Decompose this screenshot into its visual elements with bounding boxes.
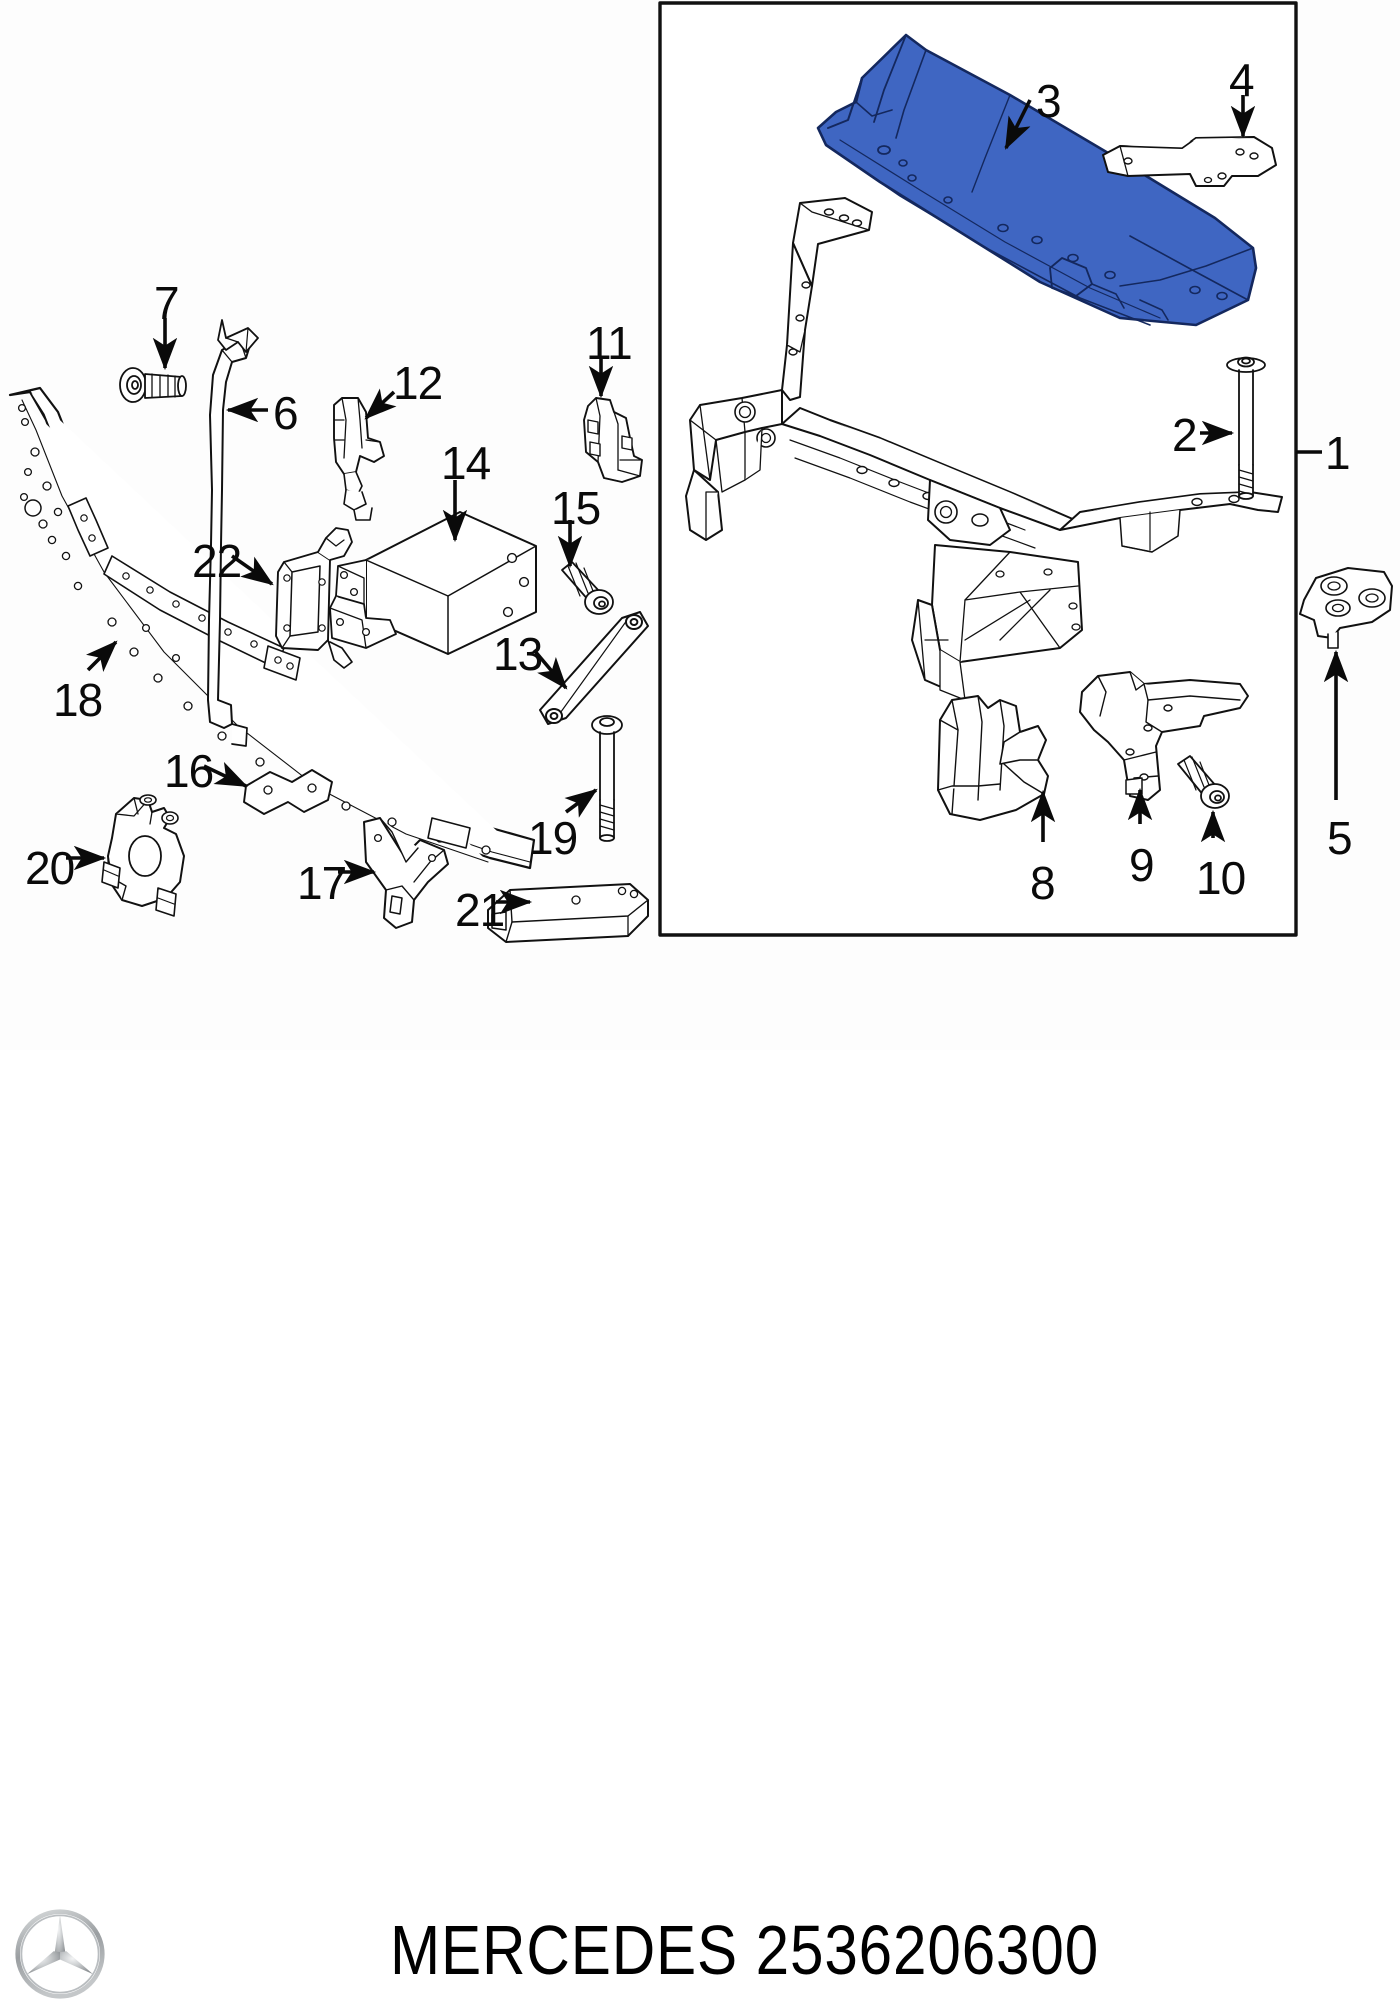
part-3-upper-crossmember-highlighted: [816, 33, 1258, 327]
part-21-rail-extension: [487, 883, 649, 943]
arrow-12: [364, 388, 397, 420]
callout-19: 19: [528, 812, 578, 864]
part-20-round-housing: [101, 794, 185, 917]
callout-6: 6: [273, 387, 299, 439]
arrow-16: [203, 761, 248, 788]
part-8-lower-brace: [937, 695, 1049, 821]
callout-10: 10: [1196, 852, 1246, 904]
part-19-long-bolt: [591, 715, 623, 842]
callout-17: 17: [297, 857, 347, 909]
callout-16: 16: [164, 745, 214, 797]
arrow-3: [1004, 99, 1032, 150]
callout-arrows: [66, 95, 1349, 915]
part-5-mount-bracket: [1299, 567, 1393, 649]
footer-bar: MERCEDES 2536206300: [0, 950, 1400, 1999]
part-12-clip-bracket: [333, 397, 385, 521]
callout-1: 1: [1325, 427, 1351, 479]
part-11-vertical-bracket: [583, 397, 643, 483]
arrow-19: [564, 788, 598, 818]
footer-part-label: MERCEDES 2536206300: [390, 1911, 1100, 1989]
part-7-screw: [119, 367, 187, 403]
callout-18: 18: [53, 674, 103, 726]
part-16-flat-strap: [243, 769, 333, 815]
part-15-screw: [561, 561, 614, 615]
callout-14: 14: [441, 437, 491, 489]
part-10-small-bolt: [1177, 755, 1230, 809]
callout-8: 8: [1030, 857, 1056, 909]
callout-20: 20: [25, 842, 75, 894]
callout-2: 2: [1172, 409, 1198, 461]
callout-5: 5: [1327, 812, 1353, 864]
part-2-long-bolt: [1226, 356, 1266, 500]
arrow-18: [85, 640, 118, 673]
part-6-stay-rod: [207, 319, 259, 747]
callout-7: 7: [154, 277, 180, 329]
arrow-13: [532, 648, 568, 690]
mercedes-three-pointed-star-icon: [15, 1909, 105, 1999]
callout-4: 4: [1229, 54, 1255, 106]
callout-9: 9: [1129, 839, 1155, 891]
callout-15: 15: [551, 482, 601, 534]
radiator-support-assembly: [685, 197, 1283, 701]
part-14-box-bracket: [329, 511, 537, 655]
part-22-plate-bracket: [275, 527, 353, 669]
callout-12: 12: [393, 357, 443, 409]
callout-22: 22: [192, 535, 242, 587]
callout-21: 21: [455, 884, 505, 936]
callout-11: 11: [586, 317, 633, 369]
arrow-22: [230, 554, 274, 586]
callout-13: 13: [493, 628, 543, 680]
part-9-lower-bracket: [1079, 671, 1249, 801]
part-13-link-rod: [539, 611, 649, 725]
diagram-artwork: [8, 1, 1393, 943]
part-17-y-bracket: [363, 817, 449, 929]
part-4-bracket: [1102, 136, 1277, 187]
callout-3: 3: [1036, 75, 1062, 127]
